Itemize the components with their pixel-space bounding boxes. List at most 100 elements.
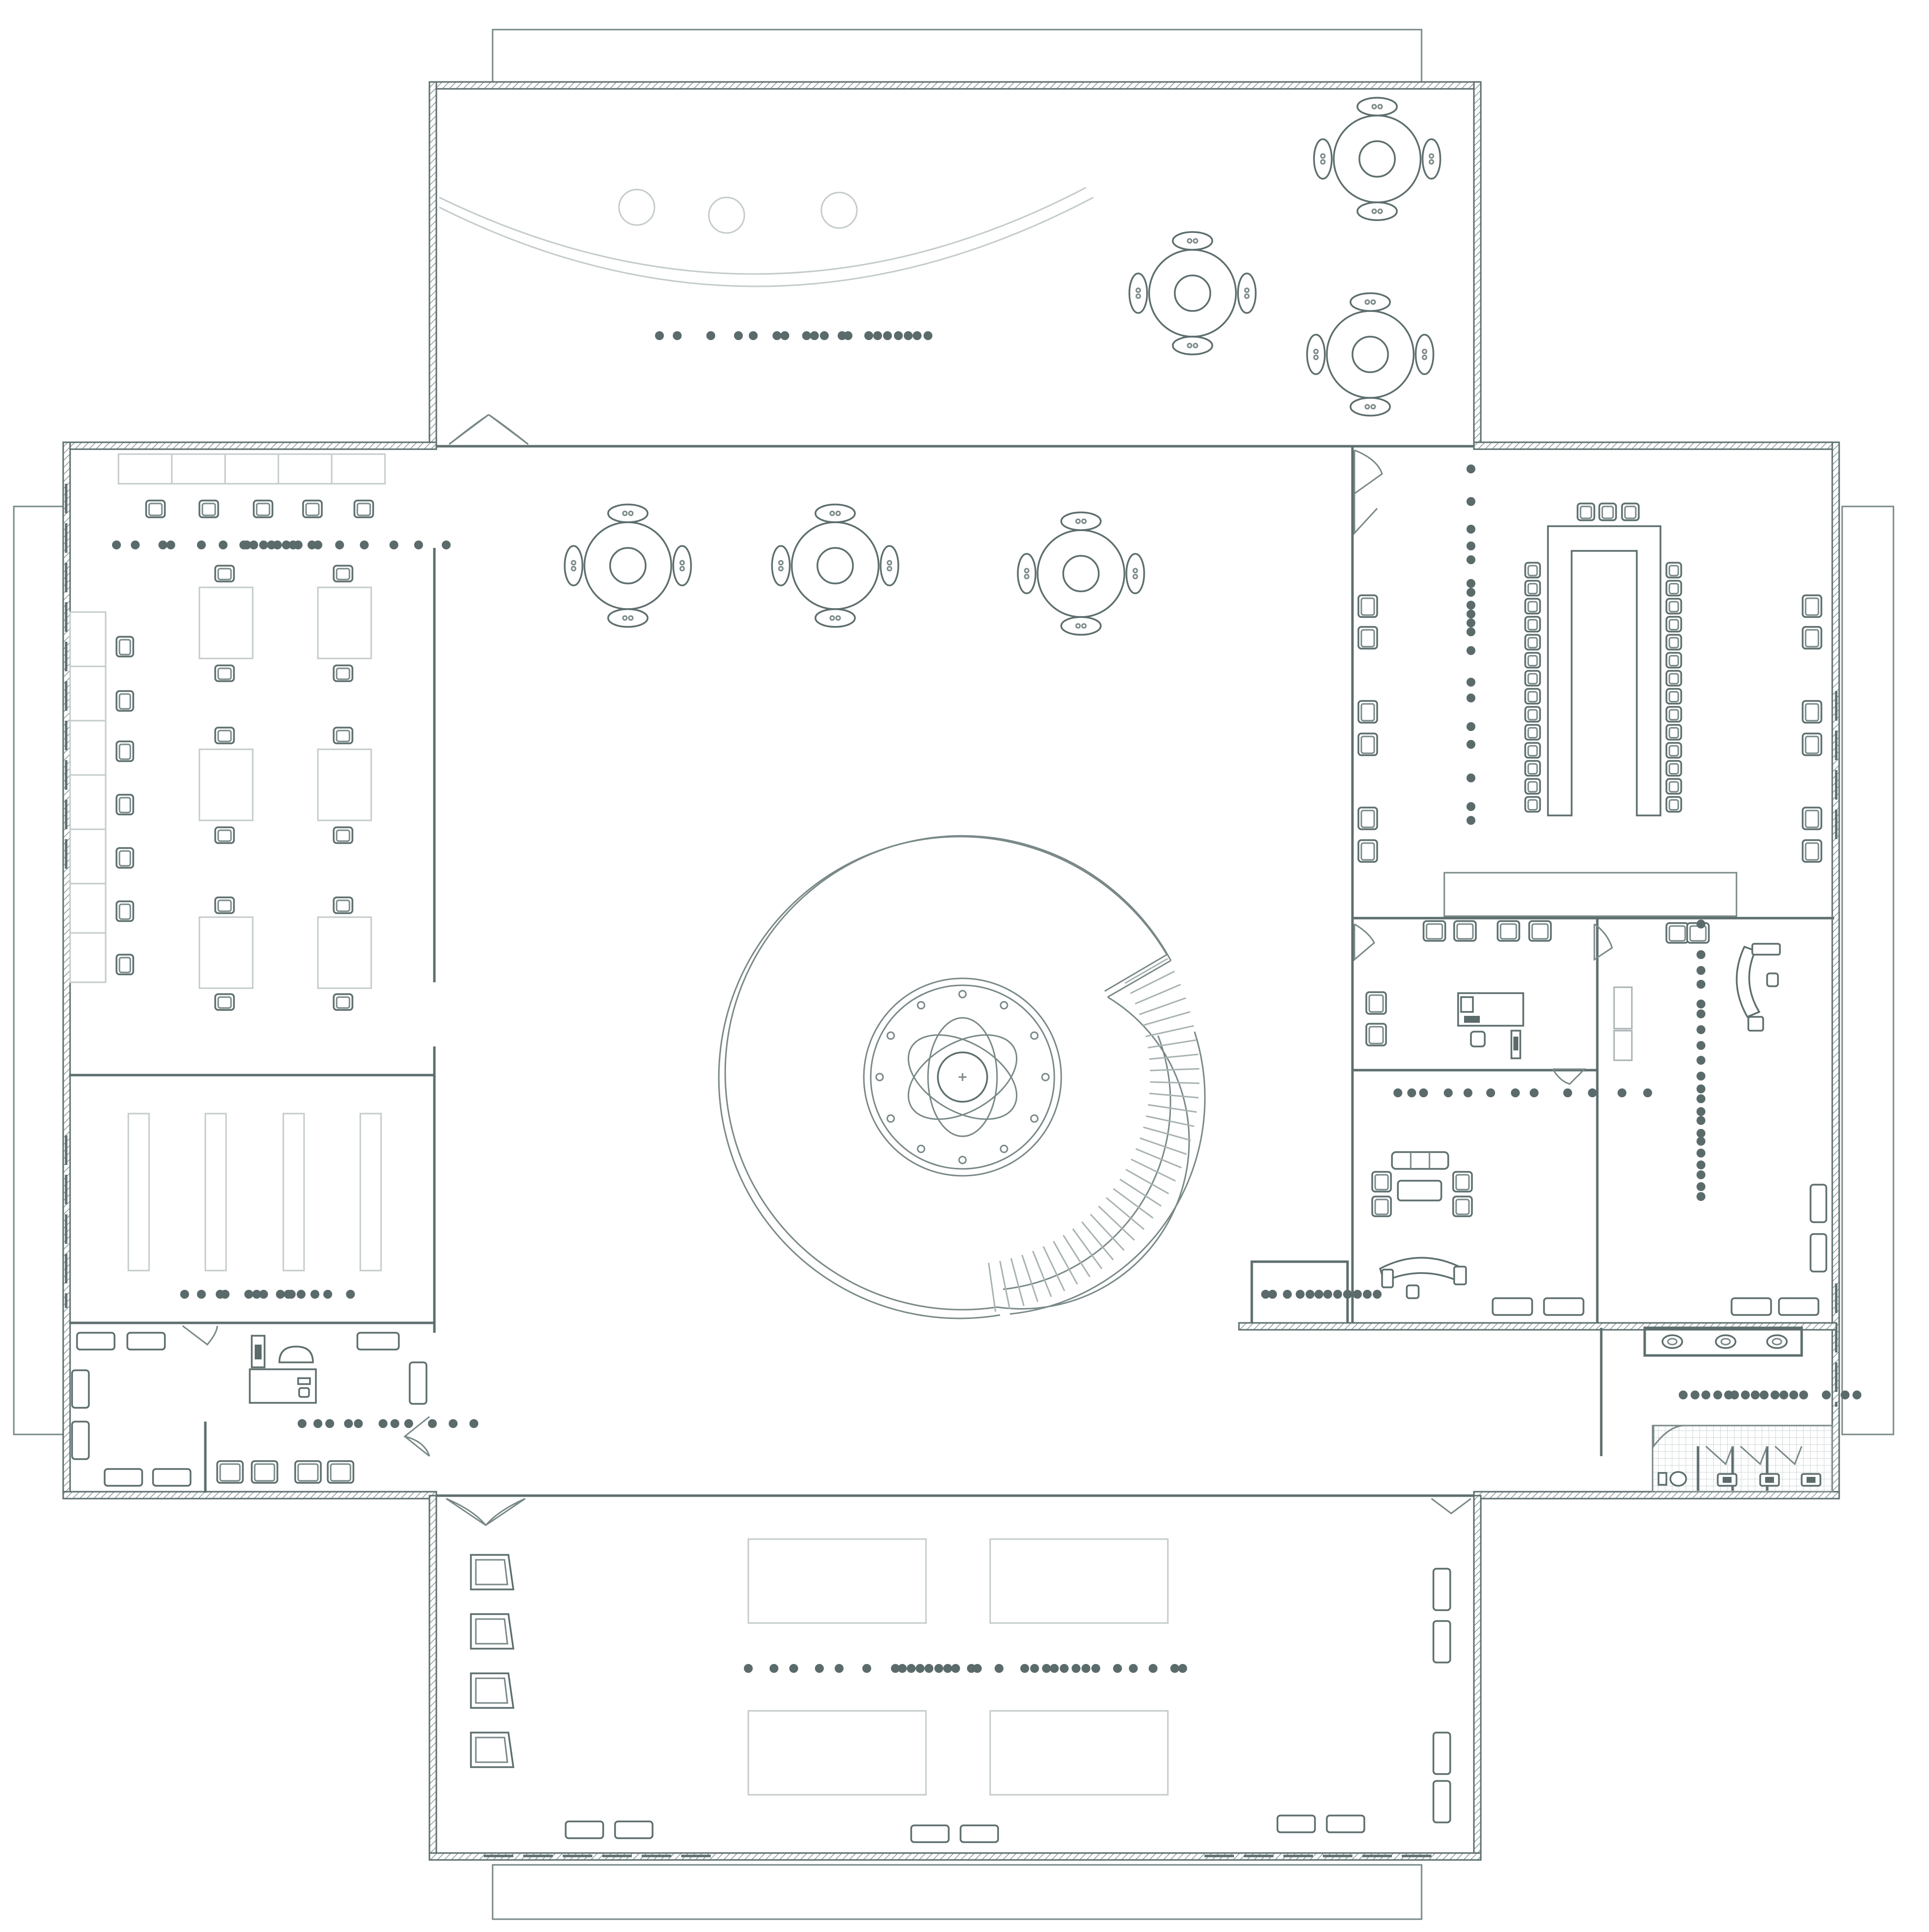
armchair-icon — [251, 1460, 278, 1484]
spiral-staircase-icon — [718, 835, 1206, 1319]
armchair-icon — [1357, 626, 1378, 650]
armchair-icon — [1365, 1023, 1387, 1046]
armchair-icon — [116, 794, 134, 815]
toilet-icon — [1658, 1471, 1821, 1487]
armchair-icon — [1665, 922, 1689, 944]
round-table-icon — [1017, 511, 1145, 636]
armchair-icon — [1802, 733, 1822, 756]
east-office-b — [1613, 943, 1827, 1316]
desk-icon — [1736, 943, 1781, 1032]
door-swing-icon — [449, 414, 529, 445]
armchair-icon — [216, 1460, 244, 1484]
west-office-chairs — [116, 500, 374, 1011]
armchair-icon — [116, 954, 134, 975]
boardroom-chairs — [1357, 502, 1822, 863]
armchair-icon — [1524, 706, 1541, 723]
round-table-icon — [1313, 97, 1441, 221]
armchair-icon — [333, 565, 353, 582]
armchair-icon — [470, 1554, 515, 1590]
armchair-icon — [1452, 1171, 1473, 1193]
board-table — [1547, 525, 1661, 816]
armchair-icon — [214, 664, 235, 682]
armchair-icon — [253, 500, 273, 518]
exterior-walls — [13, 29, 1894, 1920]
armchair-icon — [1665, 706, 1682, 723]
south-hall — [446, 1498, 1471, 1843]
motion-path-dots — [112, 331, 1861, 1673]
armchair-icon — [1524, 562, 1541, 579]
armchair-icon — [116, 900, 134, 922]
desk-icon — [249, 1335, 317, 1404]
armchair-icon — [1665, 598, 1682, 615]
armchair-icon — [1524, 580, 1541, 597]
sofa-icon — [1391, 1151, 1449, 1170]
armchair-icon — [1802, 594, 1822, 618]
armchair-icon — [1665, 742, 1682, 759]
armchair-icon — [214, 727, 235, 744]
armchair-icon — [470, 1732, 515, 1768]
armchair-icon — [1524, 616, 1541, 633]
armchair-icon — [1665, 760, 1682, 777]
round-table-icon — [1128, 231, 1257, 355]
armchair-icon — [1453, 920, 1477, 942]
south-lounge-chairs — [470, 1554, 515, 1768]
armchair-icon — [1802, 839, 1822, 863]
armchair-icon — [1423, 920, 1446, 942]
east-boardroom — [1351, 446, 1834, 1328]
west-storage — [69, 1113, 434, 1324]
restroom — [1600, 1326, 1833, 1493]
armchair-icon — [1524, 598, 1541, 615]
armchair-icon — [1665, 580, 1682, 597]
armchair-icon — [1665, 616, 1682, 633]
armchair-icon — [1357, 733, 1378, 756]
armchair-icon — [1524, 724, 1541, 741]
armchair-icon — [333, 896, 353, 914]
armchair-icon — [333, 664, 353, 682]
east-armchairs — [1365, 920, 1710, 1217]
armchair-icon — [1665, 652, 1682, 669]
armchair-icon — [1365, 991, 1387, 1015]
armchair-icon — [1665, 634, 1682, 651]
armchair-icon — [1371, 1196, 1392, 1217]
east-lounge — [1379, 1151, 1584, 1316]
armchair-icon — [1524, 688, 1541, 705]
armchair-icon — [1621, 502, 1640, 521]
door-swing-icon — [182, 1325, 430, 1457]
armchair-icon — [1497, 920, 1520, 942]
desk-icon — [1457, 992, 1524, 1059]
armchair-icon — [1802, 700, 1822, 724]
armchair-icon — [1665, 796, 1682, 813]
armchair-icon — [1665, 688, 1682, 705]
armchair-icon — [1802, 626, 1822, 650]
fountain-icon — [863, 977, 1062, 1177]
central-atrium — [718, 835, 1349, 1330]
armchair-icon — [214, 565, 235, 582]
armchair-icon — [333, 993, 353, 1011]
round-table-icon — [1306, 292, 1434, 417]
armchair-icon — [470, 1613, 515, 1650]
armchair-icon — [1665, 562, 1682, 579]
round-tables — [564, 97, 1441, 636]
armchair-icon — [1357, 594, 1378, 618]
armchair-icon — [1524, 796, 1541, 813]
west-office — [69, 453, 436, 1333]
armchair-icon — [302, 500, 323, 518]
armchair-icon — [145, 500, 166, 518]
door-swing-icon — [1353, 923, 1613, 1085]
armchair-icon — [1802, 807, 1822, 830]
door-swing-icon — [446, 1498, 1471, 1526]
armchair-icon — [353, 500, 374, 518]
round-table-icon — [771, 503, 899, 628]
armchair-icon — [1524, 634, 1541, 651]
armchair-icon — [327, 1460, 354, 1484]
armchair-icon — [116, 740, 134, 762]
desk-icon — [1379, 1257, 1467, 1299]
armchair-icon — [1665, 670, 1682, 687]
armchair-icon — [116, 847, 134, 869]
armchair-icon — [1524, 652, 1541, 669]
armchair-icon — [1524, 778, 1541, 795]
round-table-icon — [564, 503, 692, 628]
armchair-icon — [1598, 502, 1617, 521]
armchair-icon — [198, 500, 219, 518]
